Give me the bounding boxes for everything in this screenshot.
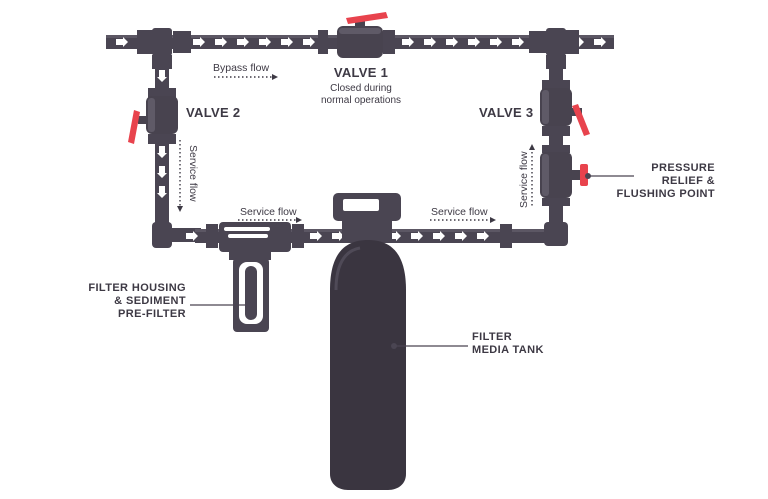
control-head-display (343, 199, 379, 211)
callout-leaders (190, 175, 634, 347)
left-top-tee-fitting (137, 28, 191, 56)
callout-dots (247, 173, 591, 349)
right-service-flow-label: Service flow (518, 151, 530, 208)
filter-housing (219, 222, 291, 332)
pressure-relief-handle (580, 164, 588, 186)
pressure-relief-label-line2: RELIEF & (662, 175, 715, 187)
filter-housing-label-line2: & SEDIMENT (114, 295, 186, 307)
left-service-flow-label: Service flow (187, 145, 199, 202)
bottom-left-service-flow-label: Service flow (240, 206, 297, 218)
valve-1-label: VALVE 1 (334, 65, 388, 80)
media-tank-label-line1: FILTER (472, 331, 512, 343)
valve-1 (318, 12, 395, 58)
right-top-tee-fitting (529, 28, 579, 56)
flow-arrowheads (177, 74, 535, 223)
valve-2-handle (128, 110, 140, 144)
pressure-relief-label-line3: FLUSHING POINT (617, 188, 716, 200)
valve-3 (540, 80, 590, 136)
valve-1-note-line2: normal operations (321, 95, 401, 106)
valve-3-handle (572, 104, 590, 136)
valve-2 (128, 88, 178, 144)
valve-1-handle (346, 12, 388, 24)
bottom-right-service-flow-label: Service flow (431, 206, 488, 218)
valve-2-label: VALVE 2 (186, 105, 240, 120)
filter-housing-label-line1: FILTER HOUSING (88, 282, 186, 294)
pressure-relief-label-line1: PRESSURE (651, 162, 715, 174)
valve-3-label: VALVE 3 (479, 105, 533, 120)
media-tank (330, 193, 406, 490)
media-tank-label-line2: MEDIA TANK (472, 344, 544, 356)
pressure-relief-valve (540, 145, 588, 206)
flow-indicator-lines (179, 76, 533, 221)
valve-1-note-line1: Closed during (330, 83, 392, 94)
bypass-flow-label: Bypass flow (213, 62, 269, 74)
filter-housing-label-line3: PRE-FILTER (118, 308, 186, 320)
